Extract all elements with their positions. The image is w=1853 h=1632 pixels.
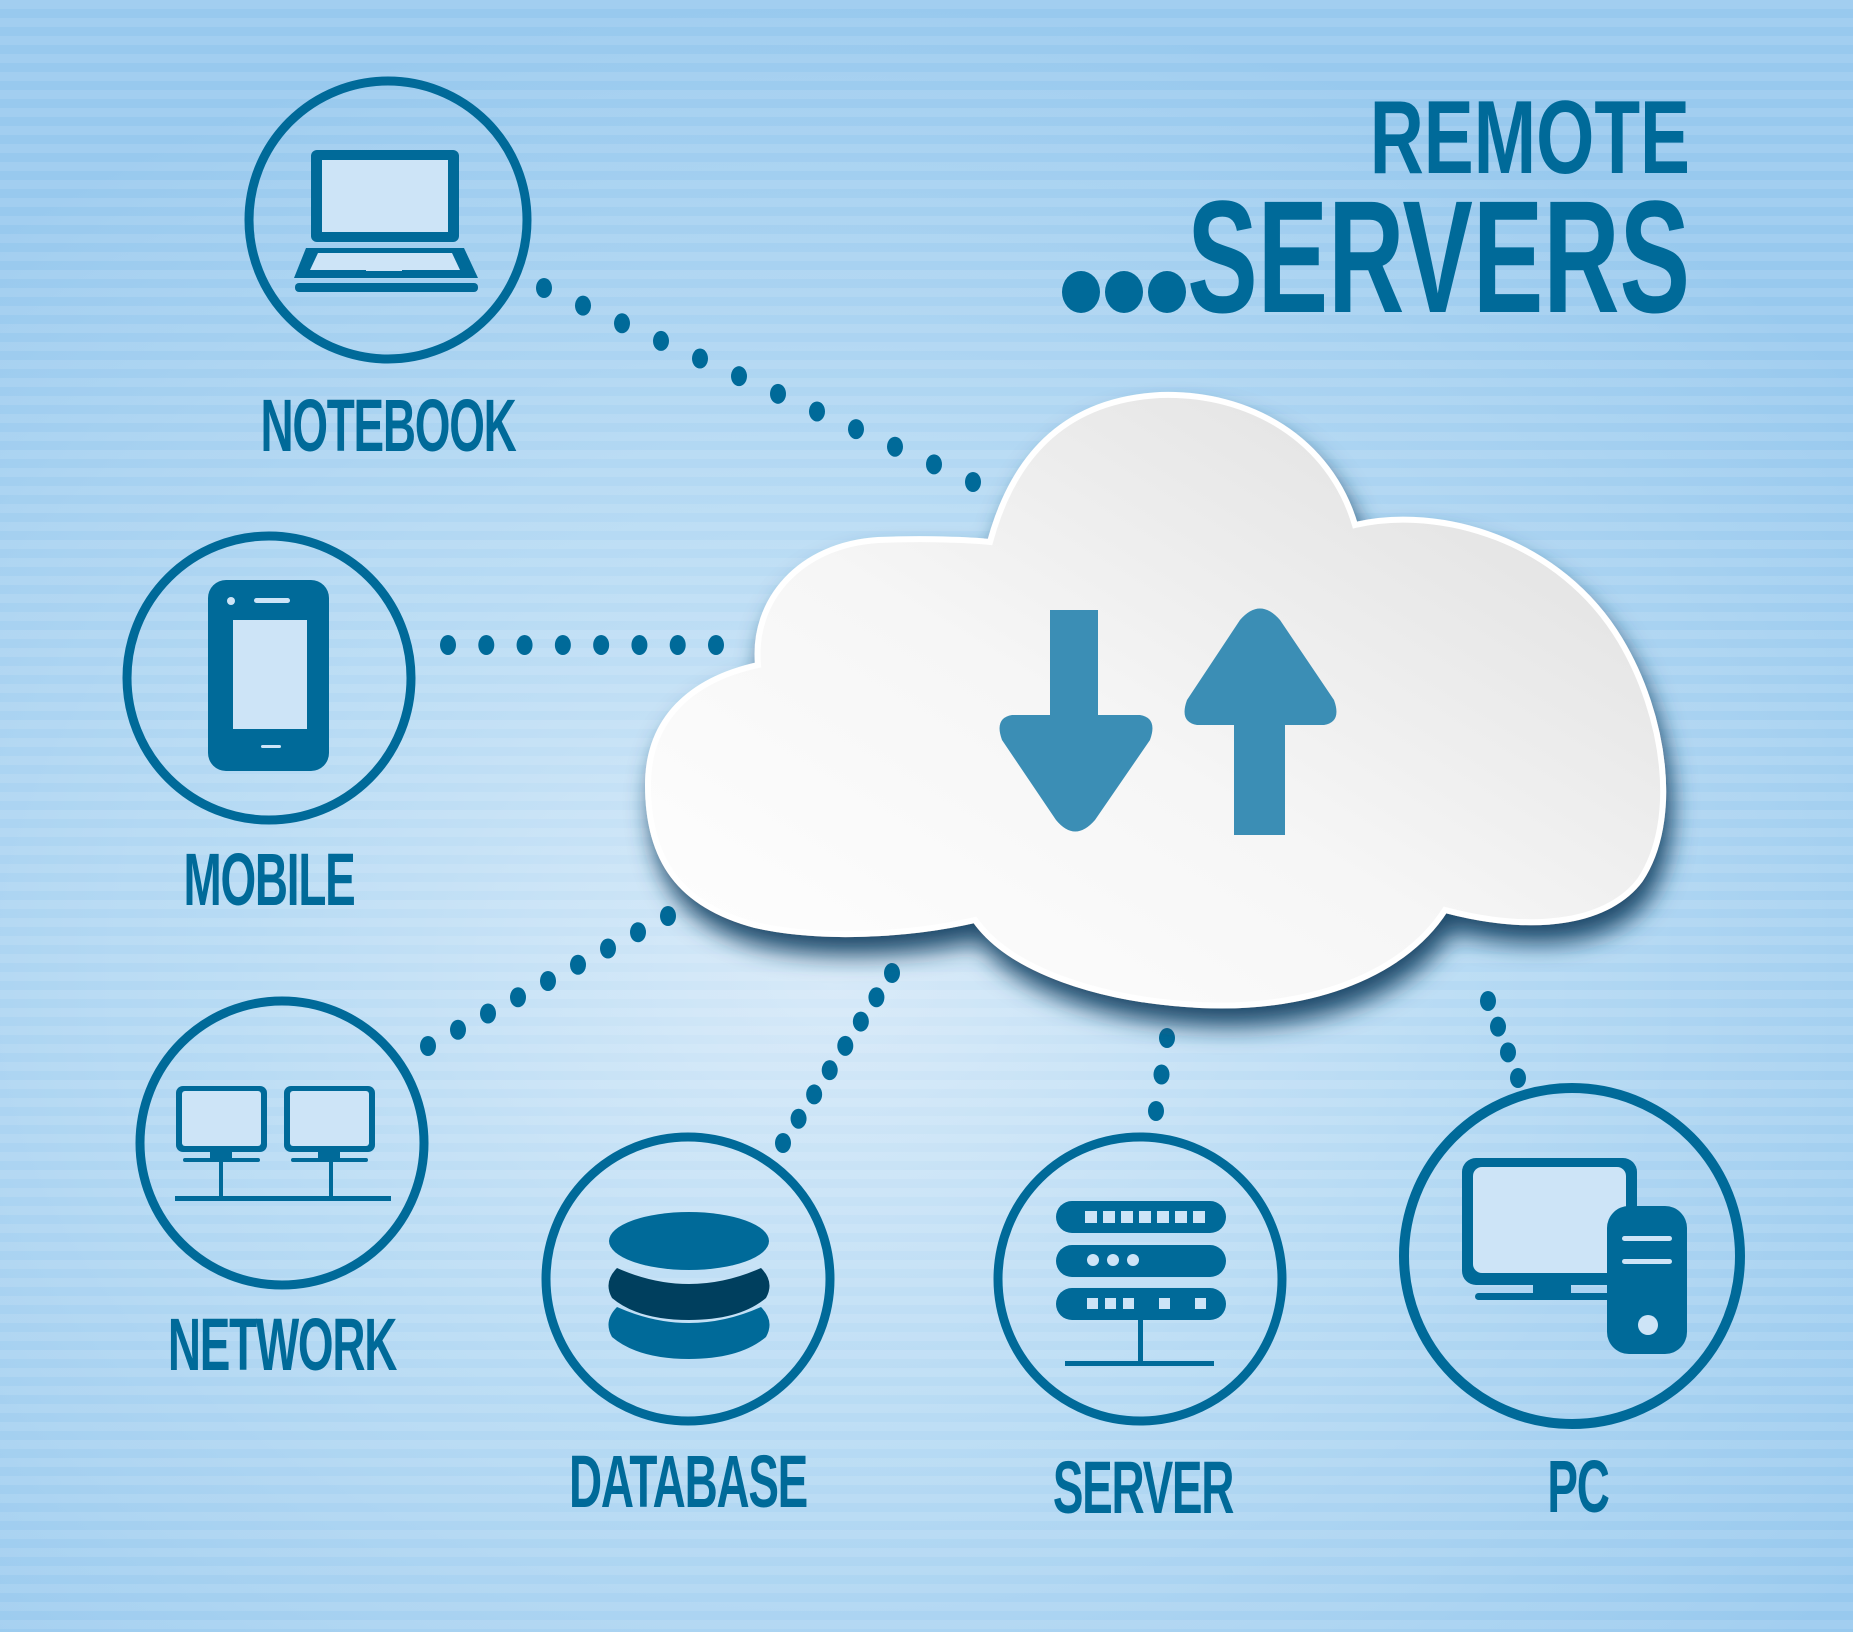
node-network[interactable]: NETWORK — [135, 996, 429, 1387]
connector-dot — [450, 1019, 466, 1040]
connector-dot — [837, 1035, 854, 1056]
connector-dot — [420, 1036, 436, 1056]
connector-dot — [775, 1133, 791, 1153]
connector-dot — [848, 419, 864, 440]
connector-dot — [884, 963, 900, 983]
connector-dot — [770, 383, 786, 404]
title-line-1: REMOTE — [1370, 80, 1690, 196]
title-line-2: SERVERS — [1187, 167, 1690, 346]
download-arrow-icon — [999, 610, 1153, 832]
connector-dot — [806, 1084, 823, 1105]
connector-dot — [1490, 1016, 1506, 1037]
connector-dot — [554, 635, 571, 655]
connector-dot — [821, 1060, 838, 1081]
node-database[interactable]: DATABASE — [541, 1132, 835, 1524]
connector-dot — [708, 635, 724, 655]
connector-dot — [1148, 1101, 1164, 1121]
node-label-pc: PC — [1547, 1446, 1608, 1529]
node-ring — [122, 531, 416, 825]
connector-dot — [480, 1003, 496, 1024]
cloud-shape — [644, 391, 1667, 1009]
server-led — [1103, 1211, 1115, 1223]
connector-dot — [516, 635, 533, 655]
server-led — [1139, 1211, 1151, 1223]
upload-download-arrows-icon — [999, 608, 1337, 835]
network-computers-icon — [175, 1086, 391, 1201]
connector-dot — [868, 987, 885, 1008]
connector-dot — [593, 635, 610, 655]
connector-dot — [965, 472, 981, 492]
node-ring — [135, 996, 429, 1290]
connector-dot — [926, 454, 942, 475]
connector-dot — [478, 635, 495, 655]
node-ring — [541, 1132, 835, 1426]
node-ring — [1399, 1083, 1745, 1429]
connector-pc — [1480, 991, 1526, 1088]
connector-dot — [790, 1108, 807, 1129]
device-nodes: NOTEBOOK MOBILE — [122, 76, 1745, 1530]
connector-dot — [630, 922, 646, 943]
cloud-hub[interactable] — [644, 391, 1667, 1009]
smartphone-icon — [208, 580, 329, 771]
connector-database — [775, 963, 900, 1153]
node-label-database: DATABASE — [569, 1441, 807, 1524]
connector-dot — [1153, 1064, 1170, 1085]
server-led — [1175, 1211, 1187, 1223]
title-ellipsis-dots — [1062, 271, 1186, 313]
connector-dot — [440, 635, 456, 655]
connector-dot — [731, 366, 747, 387]
connector-network — [420, 906, 676, 1056]
connector-dot — [575, 295, 591, 316]
node-label-notebook: NOTEBOOK — [260, 385, 516, 468]
connector-dot — [852, 1011, 869, 1032]
connector-server — [1148, 1028, 1175, 1121]
connector-dot — [1159, 1028, 1175, 1048]
connector-dot — [600, 938, 616, 959]
connector-dot — [614, 313, 630, 334]
server-rack-icon — [1056, 1201, 1226, 1366]
node-mobile[interactable]: MOBILE — [122, 531, 416, 922]
node-label-network: NETWORK — [168, 1304, 397, 1387]
node-ring — [993, 1132, 1287, 1426]
connector-dot — [570, 954, 586, 975]
connector-dot — [510, 987, 526, 1008]
title-block: REMOTE SERVERS — [1062, 80, 1690, 346]
node-pc[interactable]: PC — [1399, 1083, 1745, 1529]
ellipsis-dot — [1062, 271, 1100, 313]
connector-dot — [669, 635, 686, 655]
laptop-icon — [294, 150, 478, 292]
connector-dot — [660, 906, 676, 926]
connector-dot — [1510, 1068, 1526, 1088]
server-led — [1157, 1211, 1169, 1223]
connectors — [420, 278, 1526, 1153]
server-led — [1193, 1211, 1205, 1223]
connector-dot — [1500, 1042, 1516, 1063]
node-notebook[interactable]: NOTEBOOK — [244, 76, 532, 468]
connector-mobile — [440, 635, 724, 655]
connector-dot — [653, 330, 669, 351]
connector-dot — [692, 348, 708, 369]
node-ring — [244, 76, 532, 364]
connector-dot — [1480, 991, 1496, 1011]
connector-dot — [631, 635, 648, 655]
ellipsis-dot — [1105, 271, 1143, 313]
connector-dot — [887, 436, 903, 457]
connector-dot — [809, 401, 825, 422]
node-label-server: SERVER — [1053, 1447, 1234, 1530]
connector-dot — [536, 278, 552, 298]
node-server[interactable]: SERVER — [993, 1132, 1287, 1530]
server-led — [1121, 1211, 1133, 1223]
server-led — [1085, 1211, 1097, 1223]
upload-arrow-icon — [1184, 608, 1337, 835]
desktop-pc-icon — [1462, 1158, 1687, 1354]
connector-notebook — [536, 278, 981, 492]
connector-dot — [540, 971, 556, 991]
ellipsis-dot — [1148, 271, 1186, 313]
node-label-mobile: MOBILE — [184, 839, 355, 922]
database-icon — [608, 1212, 770, 1359]
